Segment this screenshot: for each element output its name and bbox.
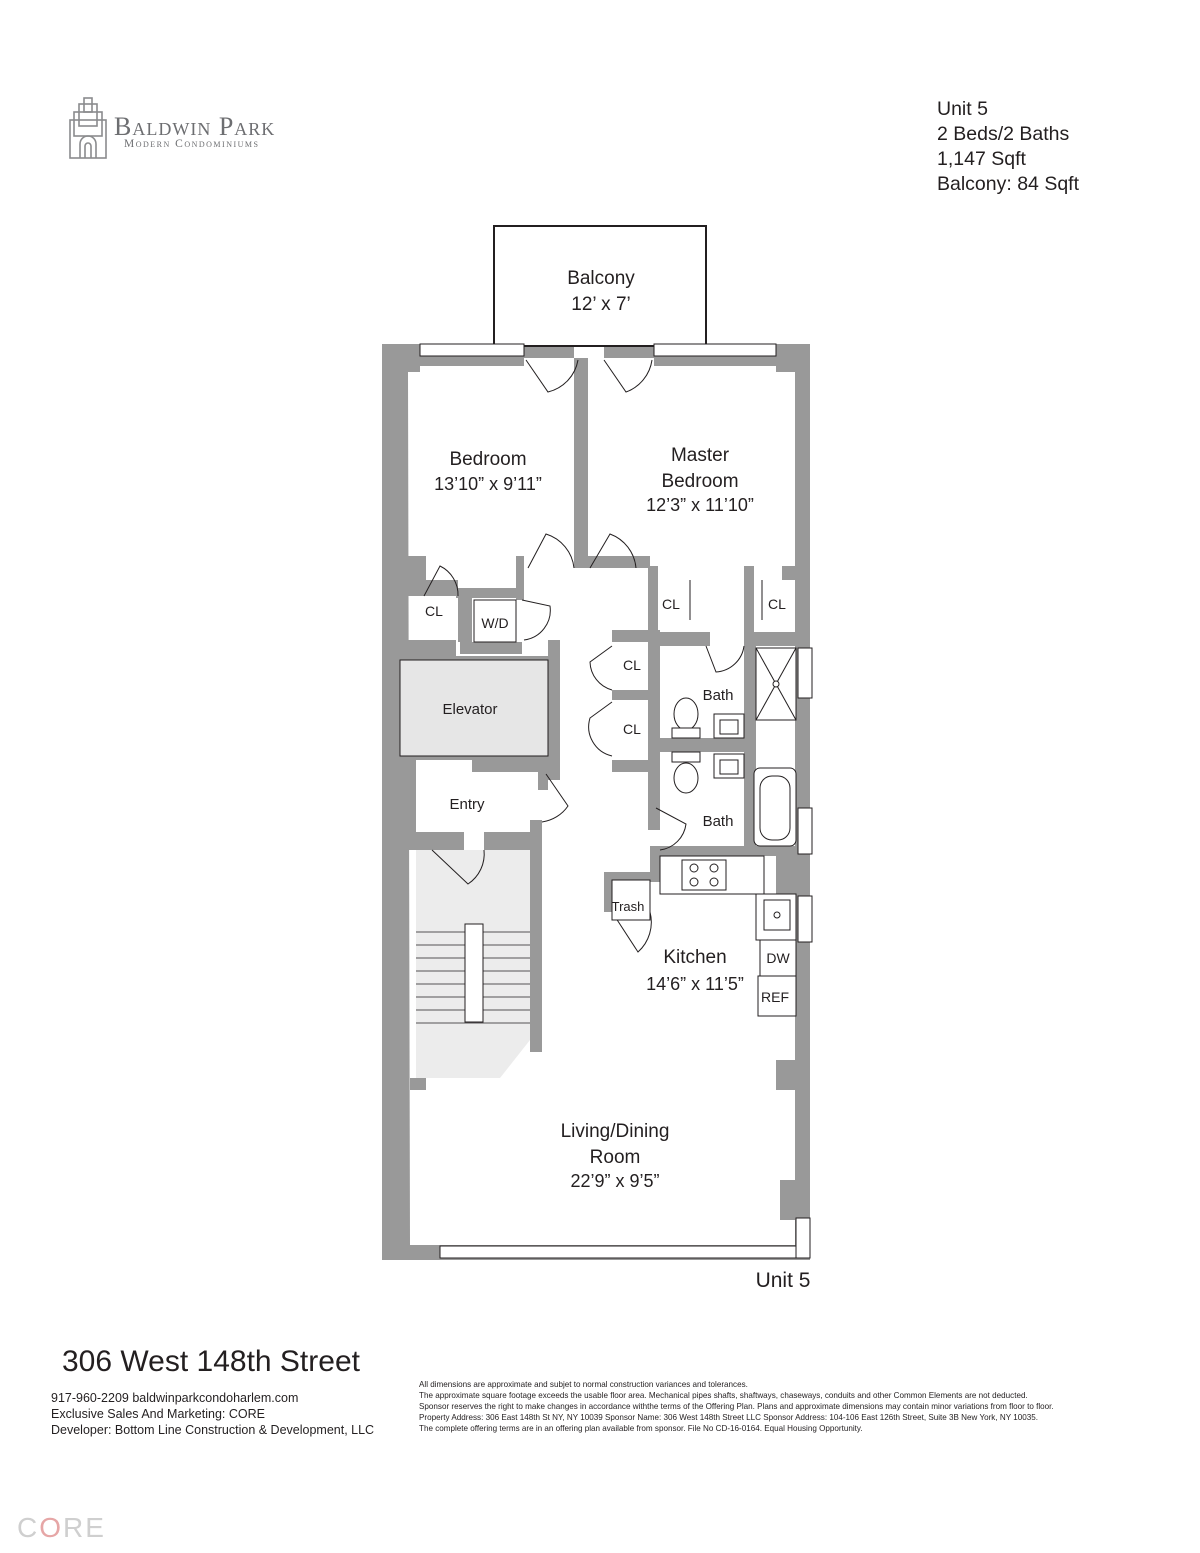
stair-handrail <box>464 923 484 1023</box>
disclaimer-line: The complete offering terms are in an of… <box>419 1424 863 1433</box>
dishwasher-label: DW <box>766 950 790 966</box>
trash-label: Trash <box>612 899 645 914</box>
elevator-shaft <box>399 659 549 757</box>
dishwasher-box <box>759 939 797 977</box>
brand-tagline: Modern Condominiums <box>124 138 260 150</box>
closet-label-hall-b: CL <box>623 721 641 737</box>
balcony-area: Balcony: 84 Sqft <box>937 173 1080 195</box>
living-dining-label-2: Room <box>590 1147 641 1168</box>
cooktop <box>681 859 727 891</box>
disclaimer-line: Property Address: 306 East 148th St NY, … <box>419 1413 1038 1422</box>
refrigerator-box <box>757 975 797 1017</box>
sales-agent: Exclusive Sales And Marketing: CORE <box>51 1407 265 1421</box>
washer-dryer-label: W/D <box>481 615 508 631</box>
core-logo-re: RE <box>63 1512 106 1543</box>
refrigerator-label: REF <box>761 989 789 1005</box>
bedroom-dims: 13’10” x 9’11” <box>434 474 542 494</box>
windows <box>419 343 813 1259</box>
beds-baths: 2 Beds/2 Baths <box>937 123 1070 145</box>
core-logo: CORE <box>17 1512 106 1544</box>
bedroom-label: Bedroom <box>449 449 526 470</box>
plan-unit-label: Unit 5 <box>756 1269 811 1292</box>
balcony-label: Balcony <box>567 268 635 289</box>
door-swings <box>423 359 763 953</box>
legal-disclaimer: All dimensions are approximate and subje… <box>419 1379 1139 1434</box>
trash-chute <box>611 879 651 921</box>
closet-label-hall-a: CL <box>623 657 641 673</box>
washer-dryer-box <box>473 599 517 643</box>
master-bedroom-label-2: Bedroom <box>661 471 738 492</box>
developer: Developer: Bottom Line Construction & De… <box>51 1423 375 1437</box>
master-bedroom-label-1: Master <box>671 445 730 466</box>
kitchen-dims: 14’6” x 11’5” <box>646 974 744 994</box>
fixtures <box>473 599 797 1017</box>
unit-summary: Unit 5 2 Beds/2 Baths 1,147 Sqft Balcony… <box>937 97 1079 197</box>
unit-number: Unit 5 <box>937 98 988 120</box>
elevator-label: Elevator <box>442 701 497 718</box>
toilet-lower <box>673 762 699 794</box>
core-logo-c: C <box>17 1512 40 1543</box>
phone-website: 917-960-2209 baldwinparkcondoharlem.com <box>51 1391 299 1405</box>
core-logo-o: O <box>39 1512 64 1543</box>
kitchen-label: Kitchen <box>663 947 726 968</box>
baldwin-park-logo: Baldwin Park Modern Condominiums <box>68 96 308 160</box>
disclaimer-line: The approximate square footage exceeds t… <box>419 1391 1028 1400</box>
building-logo-icon <box>69 97 107 159</box>
living-dining-label-1: Living/Dining <box>561 1121 670 1142</box>
property-address: 306 West 148th Street <box>62 1345 360 1378</box>
bath-label-lower: Bath <box>703 813 734 830</box>
contact-block: 917-960-2209 baldwinparkcondoharlem.com … <box>51 1390 374 1438</box>
closet-label-master-b: CL <box>768 596 786 612</box>
living-dining-dims: 22’9” x 9’5” <box>570 1171 659 1191</box>
bath-label-upper: Bath <box>703 687 734 704</box>
brand-name: Baldwin Park <box>114 112 276 141</box>
toilet-upper <box>673 697 699 731</box>
disclaimer-line: Sponsor reserves the right to make chang… <box>419 1402 1054 1411</box>
disclaimer-line: All dimensions are approximate and subje… <box>419 1380 748 1389</box>
master-bedroom-dims: 12’3” x 11’10” <box>646 495 754 515</box>
balcony-outline <box>493 225 707 347</box>
closet-label-master-a: CL <box>662 596 680 612</box>
closet-label-left: CL <box>425 603 443 619</box>
square-footage: 1,147 Sqft <box>937 148 1026 170</box>
entry-label: Entry <box>449 796 485 813</box>
balcony-dims: 12’ x 7’ <box>571 294 631 315</box>
